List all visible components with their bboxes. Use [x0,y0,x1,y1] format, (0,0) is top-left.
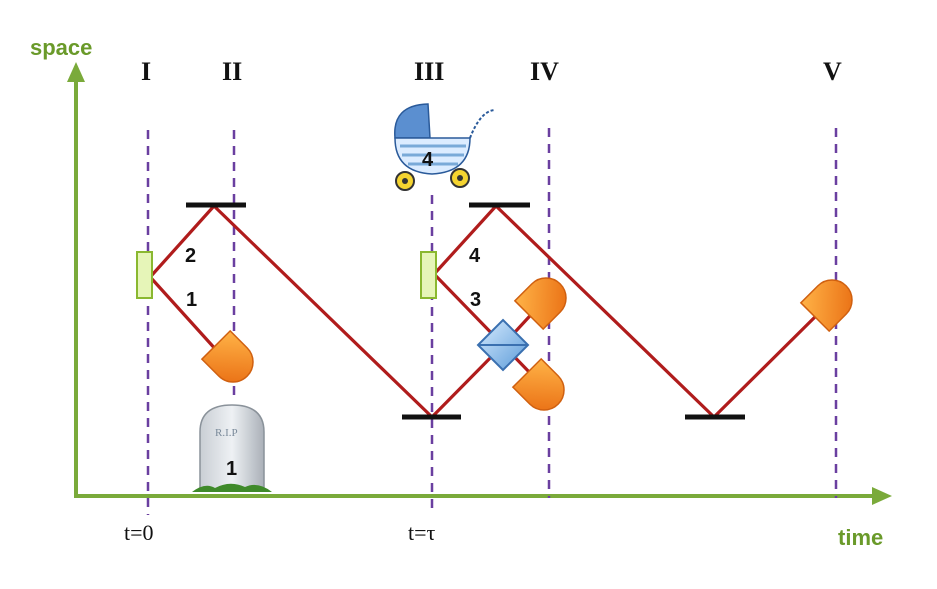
photon-label-4: 4 [469,245,481,267]
detector-2 [513,277,567,331]
photon-label-1: 1 [186,289,197,311]
time-mark-t0: t=0 [124,520,154,545]
photon-paths [150,204,822,419]
stage-label-4: IV [530,57,559,86]
x-axis-arrow-icon [872,487,892,505]
detector-1 [200,329,254,383]
stroller-icon: 4 [394,103,495,191]
path-2-down [212,204,434,419]
photon-label-3: 3 [470,289,481,311]
path-4-up-final [712,310,822,419]
stage-label-3: III [414,57,444,86]
path-4-down [494,204,716,419]
source-2 [420,251,437,299]
stage-label-1: I [141,57,151,86]
detector-3 [511,357,565,411]
stage-labels: I II III IV V [141,57,842,86]
y-axis-label: space [30,35,92,60]
grave-inscription: R.I.P [215,427,238,439]
grave-number: 1 [226,458,237,480]
stage-label-2: II [222,57,242,86]
x-axis-label: time [838,525,883,550]
axes: space time [30,35,892,550]
path-1-down [150,277,220,354]
y-axis-arrow-icon [67,62,85,82]
gravestone-icon: R.I.P 1 [192,404,272,492]
path-2-up [150,204,216,277]
stroller-number: 4 [422,149,434,171]
time-mark-tau: t=τ [408,520,436,545]
photon-label-2: 2 [185,245,196,267]
mirrors [186,202,745,420]
stage-label-5: V [823,57,842,86]
detector-4 [799,279,853,333]
source-1 [136,251,153,299]
path-4-up [434,204,498,274]
beam-splitter [476,318,530,372]
